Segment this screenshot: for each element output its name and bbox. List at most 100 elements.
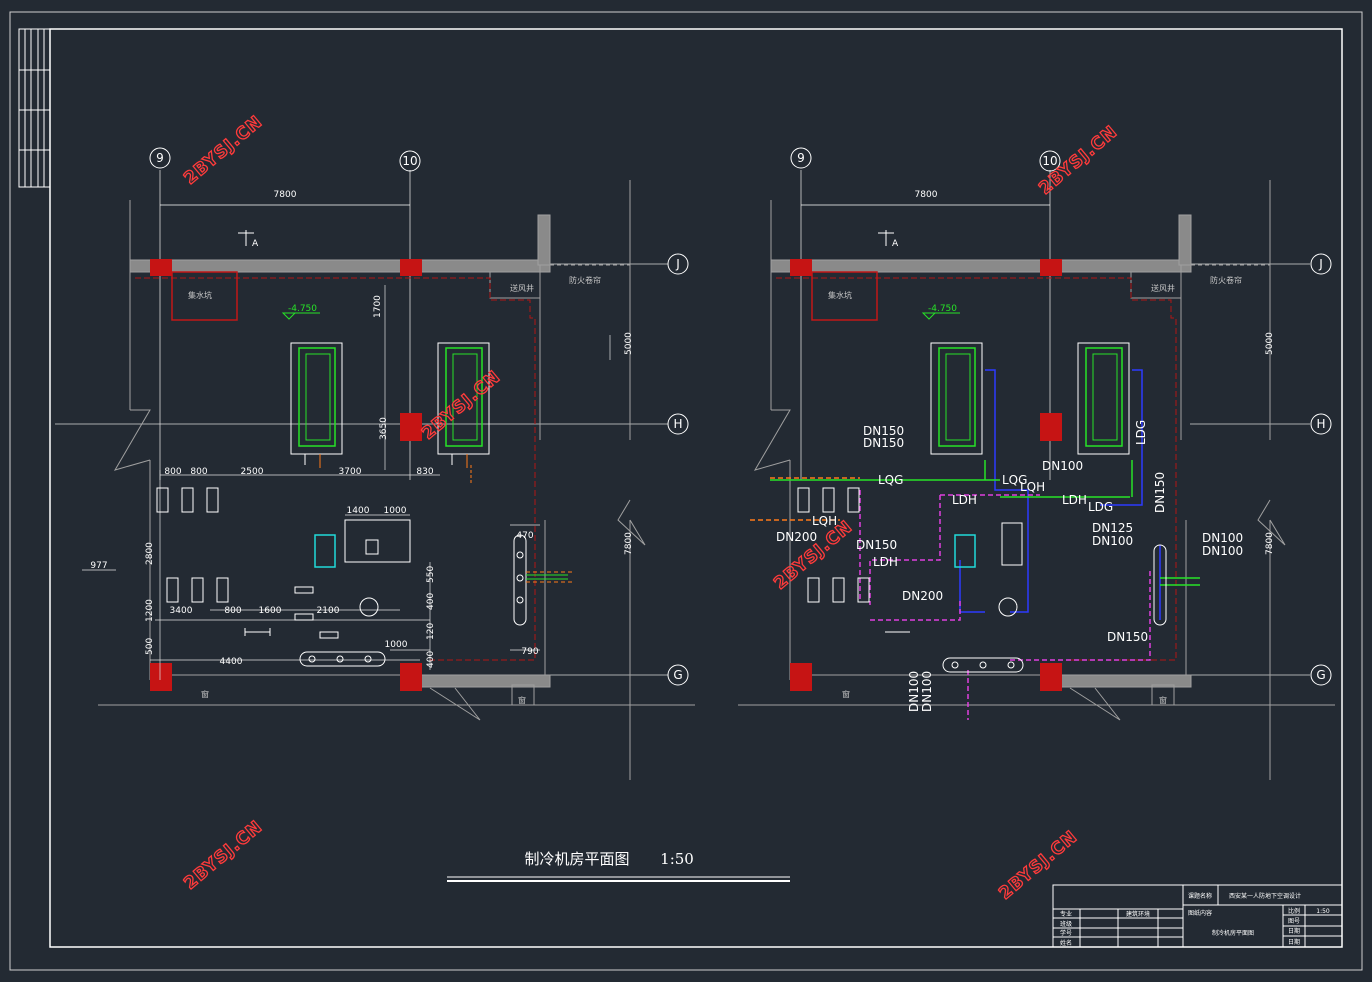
left-sump-label: 集水坑 xyxy=(188,290,212,300)
svg-text:G: G xyxy=(673,668,682,682)
left-dim-18: 500 xyxy=(145,638,155,655)
left-dim-22: 977 xyxy=(90,561,107,571)
pipe-label-16: DN150 xyxy=(856,538,897,552)
sheet-outer-border xyxy=(9,11,1363,971)
watermark-3: 2BYSJ.CN xyxy=(418,367,504,444)
left-chilled-pipe-stubs xyxy=(526,574,568,580)
pipe-label-9: LDG xyxy=(1088,500,1113,514)
left-dim-12: 3400 xyxy=(170,606,193,616)
left-water-tank xyxy=(314,534,336,568)
axis-bubble-H-left: H xyxy=(667,413,689,435)
left-dim-4: 800 xyxy=(190,467,207,477)
left-dim-9: 1000 xyxy=(384,506,407,516)
left-dim-10: 2800 xyxy=(145,542,155,565)
pipe-label-4: LQH xyxy=(1020,480,1045,494)
tb-class-label: 班级 xyxy=(1060,920,1072,928)
left-floor-plan: 7800 9 10 J H G xyxy=(55,147,695,780)
svg-text:9: 9 xyxy=(797,151,805,165)
pipe-label-14: LQH xyxy=(812,514,837,528)
right-chiller-2 xyxy=(1077,342,1130,455)
pipe-label-1: DN150 xyxy=(863,424,904,438)
watermark-6: 2BYSJ.CN xyxy=(995,827,1081,904)
right-floor-plan: 7800 9 10 J H G 集水坑 送风井 防火卷 xyxy=(738,147,1335,780)
pipe-label-5: LQG xyxy=(1002,473,1027,487)
pipe-label-6: LDH xyxy=(952,493,977,507)
left-dim-right-upper: 5000 xyxy=(624,332,634,355)
right-smoke-outline xyxy=(776,277,1177,661)
right-walls xyxy=(738,180,1335,780)
tb-project-value: 西安某一人防地下空调设计 xyxy=(1229,892,1301,900)
right-section-mark xyxy=(878,230,894,246)
left-dim-11: 1200 xyxy=(145,599,155,622)
left-dim-1: 1700 xyxy=(373,295,383,318)
left-section-mark xyxy=(238,230,254,246)
svg-text:H: H xyxy=(1316,417,1325,431)
pipe-label-19: DN100 xyxy=(1202,531,1243,545)
left-dim-5: 2500 xyxy=(241,467,264,477)
right-window-label-2: 窗 xyxy=(1159,695,1167,705)
left-dim-7: 830 xyxy=(416,467,433,477)
left-span-dim: 7800 xyxy=(274,190,297,200)
left-elevation: -4.750 xyxy=(288,304,317,314)
left-dim-3: 800 xyxy=(164,467,181,477)
tb-date-label-2: 日期 xyxy=(1288,938,1300,946)
left-section-letter: A xyxy=(252,239,259,249)
left-window-label-2: 窗 xyxy=(518,695,526,705)
pipe-label-7: DN100 xyxy=(1042,459,1083,473)
left-dim-24: 550 xyxy=(426,566,436,583)
left-sump-pit xyxy=(171,271,238,321)
left-chiller-2 xyxy=(437,342,490,485)
pipe-label-13: DN150 xyxy=(1153,472,1167,513)
tb-major-value: 建筑环境 xyxy=(1126,910,1150,918)
right-piping xyxy=(750,369,1200,720)
pipe-label-21: DN150 xyxy=(1107,630,1148,644)
pipe-label-12: DN100 xyxy=(1092,534,1133,548)
left-dim-right-lower: 7800 xyxy=(624,532,634,555)
left-dim-6: 3700 xyxy=(339,467,362,477)
tb-date-label-1: 日期 xyxy=(1288,927,1300,935)
left-smoke-outline xyxy=(135,277,536,661)
right-sump-label: 集水坑 xyxy=(828,290,852,300)
right-water-tank xyxy=(954,534,976,568)
pipe-label-20: DN100 xyxy=(1202,544,1243,558)
svg-text:J: J xyxy=(1318,257,1323,271)
left-firezone-label: 防火卷帘 xyxy=(569,275,601,285)
tb-scale-label: 比例 xyxy=(1288,907,1300,915)
left-dim-16: 1000 xyxy=(385,640,408,650)
left-columns xyxy=(150,259,422,691)
pipe-label-22: DN100 xyxy=(907,671,921,712)
right-elevation-mark xyxy=(921,312,960,320)
pipe-label-8: LDH xyxy=(1062,493,1087,507)
axis-bubble-J-left: J xyxy=(667,253,689,275)
tb-content-value: 制冷机房平面图 xyxy=(1212,929,1254,937)
right-equipment xyxy=(797,487,1167,673)
svg-text:G: G xyxy=(1316,668,1325,682)
axis-bubble-10-right: 10 xyxy=(1039,150,1061,172)
tb-drawing-no-label: 图号 xyxy=(1288,918,1300,925)
left-dim-13: 800 xyxy=(224,606,241,616)
tb-scale-value: 1:50 xyxy=(1316,908,1330,915)
axis-bubble-G-left: G xyxy=(667,664,689,686)
svg-text:J: J xyxy=(675,257,680,271)
axis-bubble-9-right: 9 xyxy=(790,147,812,169)
pipe-label-2: DN150 xyxy=(863,436,904,450)
left-dim-20: 470 xyxy=(516,531,533,541)
right-shaft-label: 送风井 xyxy=(1151,283,1175,293)
left-chiller-1 xyxy=(290,342,343,468)
axis-bubble-10-left: 10 xyxy=(399,150,421,172)
pipe-label-10: LDG xyxy=(1134,420,1148,445)
watermark-5: 2BYSJ.CN xyxy=(180,817,266,894)
pipe-label-18: DN200 xyxy=(902,589,943,603)
watermarks: 2BYSJ.CN 2BYSJ.CN 2BYSJ.CN 2BYSJ.CN 2BYS… xyxy=(180,111,1123,904)
right-pipe-labels: DN150 DN150 LQG LQH LQG LDH DN100 LDH LD… xyxy=(776,420,1243,712)
pipe-label-23: DN100 xyxy=(920,671,934,712)
left-dim-2: 3650 xyxy=(379,417,389,440)
drawing-scale: 1:50 xyxy=(660,850,694,868)
right-span-dim: 7800 xyxy=(915,190,938,200)
right-section-letter: A xyxy=(892,239,899,249)
title-block: 课题名称 西安某一人防地下空调设计 图纸内容 制冷机房平面图 比例 1:50 图… xyxy=(1052,884,1343,948)
left-dim-17: 4400 xyxy=(220,657,243,667)
axis-bubble-G-right: G xyxy=(1310,664,1332,686)
